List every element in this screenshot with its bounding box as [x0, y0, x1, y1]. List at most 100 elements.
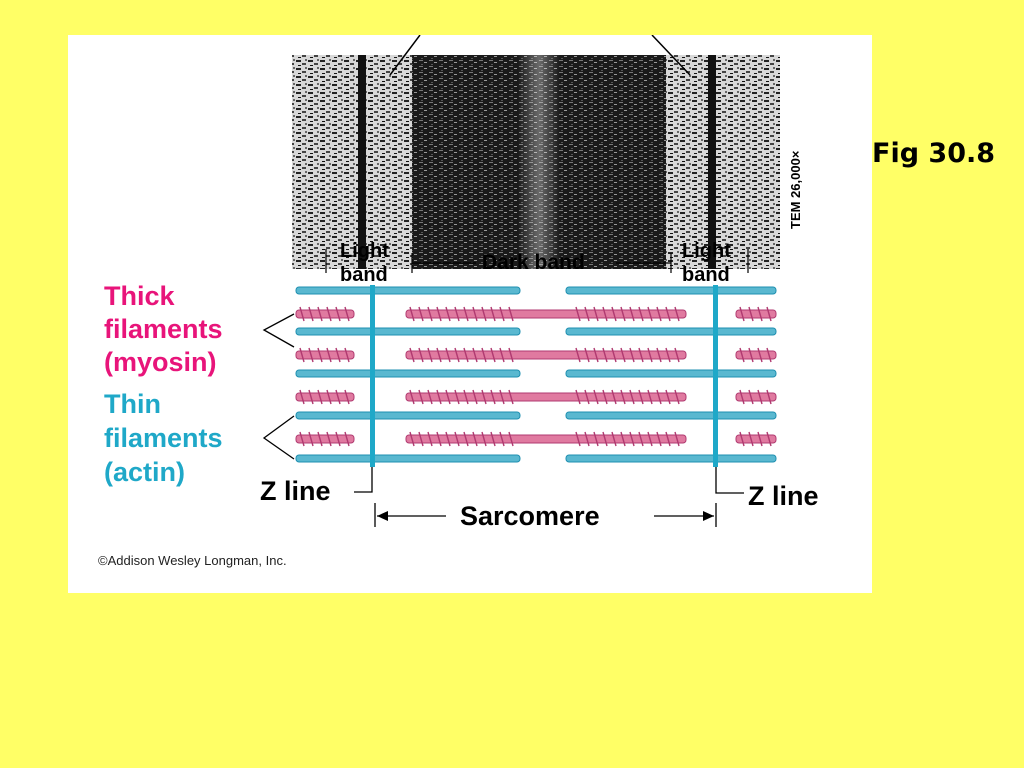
myosin-head [620, 431, 626, 447]
myosin-head [409, 347, 415, 363]
myosin-head [611, 431, 617, 447]
myosin-head [656, 347, 662, 363]
z-line-left [370, 285, 375, 467]
myosin-head [602, 306, 608, 322]
myosin-head [299, 306, 305, 322]
myosin-head [638, 306, 644, 322]
myosin-head [409, 306, 415, 322]
figure-panel: TEM 26,000× Light band Dark band Light b… [68, 34, 872, 593]
myosin-head [418, 347, 424, 363]
myosin-head [454, 431, 460, 447]
myosin-head [656, 306, 662, 322]
dark-band-label: Dark band [482, 251, 585, 274]
myosin-head [335, 347, 341, 363]
myosin-head [499, 389, 505, 405]
myosin-head [418, 389, 424, 405]
myosin-head [602, 347, 608, 363]
myosin-head [445, 431, 451, 447]
myosin-head [445, 306, 451, 322]
myosin-head [317, 347, 323, 363]
myosin-head [463, 306, 469, 322]
credit-text: ©Addison Wesley Longman, Inc. [98, 553, 287, 568]
myosin-head [575, 347, 581, 363]
myosin-head [620, 347, 626, 363]
myosin-head [499, 347, 505, 363]
figure-number: Fig 30.8 [872, 138, 996, 169]
myosin-head [593, 306, 599, 322]
myosin-head [308, 306, 314, 322]
myosin-head [335, 306, 341, 322]
thin-label-line2: filaments [104, 423, 223, 453]
myosin-head [620, 389, 626, 405]
myosin-head [748, 306, 754, 322]
myosin-head [463, 347, 469, 363]
myosin-head [620, 306, 626, 322]
myosin-head [593, 431, 599, 447]
myosin-head [409, 389, 415, 405]
myosin-head [766, 306, 772, 322]
z-line-right-label: Z line [748, 481, 819, 511]
myosin-head [308, 431, 314, 447]
myosin-head [508, 306, 514, 322]
myosin-head [326, 431, 332, 447]
myosin-head [739, 347, 745, 363]
myosin-head [739, 389, 745, 405]
myosin-head [344, 306, 350, 322]
myosin-head [326, 347, 332, 363]
myosin-head [299, 347, 305, 363]
sarcomere-diagram: TEM 26,000× Light band Dark band Light b… [98, 34, 819, 568]
myosin-head [748, 389, 754, 405]
myosin-head [472, 306, 478, 322]
myosin-head [647, 347, 653, 363]
myosin-head [602, 431, 608, 447]
myosin-head [665, 431, 671, 447]
myosin-head [508, 431, 514, 447]
myosin-head [326, 306, 332, 322]
thick-label-line1: Thick [104, 281, 176, 311]
myosin-head [317, 389, 323, 405]
myosin-head [584, 347, 590, 363]
myosin-head [629, 347, 635, 363]
myosin-head [647, 431, 653, 447]
myosin-head [308, 347, 314, 363]
myosin-head [757, 306, 763, 322]
myosin-head [454, 389, 460, 405]
myosin-head [611, 389, 617, 405]
myosin-head [739, 431, 745, 447]
myosin-head [481, 431, 487, 447]
myosin-head [593, 389, 599, 405]
myosin-head [427, 306, 433, 322]
filament-schematic [295, 285, 777, 467]
myosin-head [647, 389, 653, 405]
myosin-head [665, 389, 671, 405]
z-line-micrograph-right [708, 55, 716, 269]
tem-micrograph: TEM 26,000× [292, 34, 803, 269]
myosin-head [463, 389, 469, 405]
myosin-head [344, 431, 350, 447]
myosin-head [674, 389, 680, 405]
z-line-micrograph-left [358, 55, 366, 269]
myosin-head [674, 347, 680, 363]
myosin-head [490, 431, 496, 447]
myosin-head [638, 431, 644, 447]
myosin-head [575, 389, 581, 405]
myosin-head [481, 306, 487, 322]
myosin-head [629, 389, 635, 405]
light-band-left-line1: Light [340, 240, 389, 262]
myosin-head [593, 347, 599, 363]
micrograph-scale: TEM 26,000× [788, 150, 803, 229]
myosin-head [665, 347, 671, 363]
myosin-head [584, 306, 590, 322]
myosin-head [454, 347, 460, 363]
myosin-head [575, 306, 581, 322]
thin-filaments [295, 286, 777, 463]
myosin-head [436, 389, 442, 405]
myosin-head [490, 306, 496, 322]
myosin-head [757, 389, 763, 405]
sarcomere-label: Sarcomere [460, 501, 600, 531]
myosin-head [427, 389, 433, 405]
myosin-head [766, 431, 772, 447]
thick-label-line2: filaments [104, 314, 223, 344]
myosin-head [611, 306, 617, 322]
myosin-head [629, 306, 635, 322]
